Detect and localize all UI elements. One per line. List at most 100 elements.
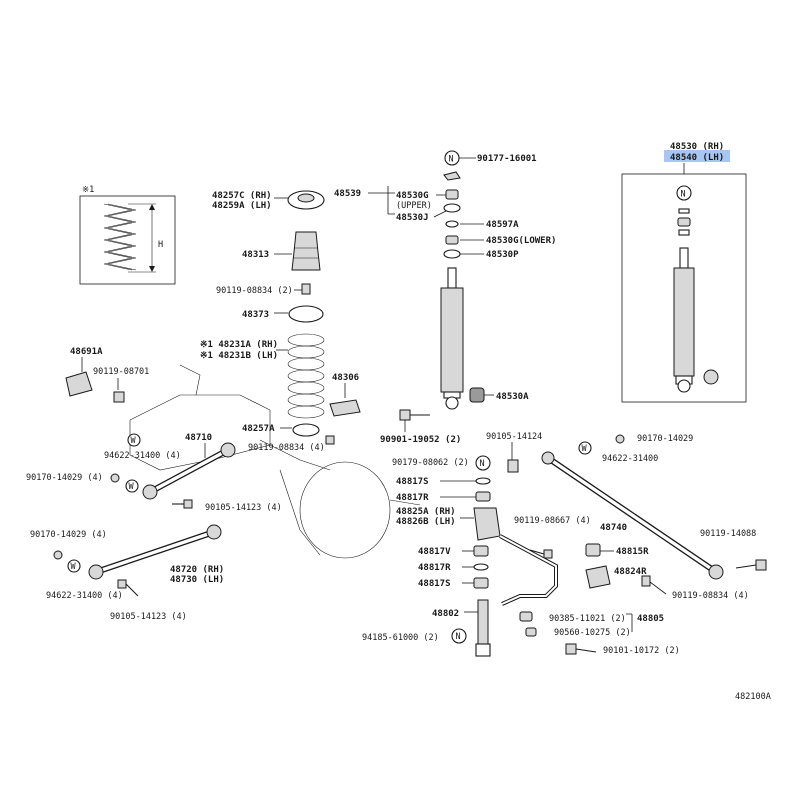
p48306-label[interactable]: 48306 xyxy=(332,373,359,383)
upper-arm-washer-icon-2 xyxy=(125,479,139,493)
p48691a-label[interactable]: 48691A xyxy=(70,347,103,357)
p48817s-b-label[interactable]: 48817S xyxy=(418,579,451,589)
lower-arm-washer-icon xyxy=(67,559,81,573)
shock-kit-illustration: N xyxy=(673,185,719,393)
bolt-bumper-label[interactable]: 90119-08834 (2) xyxy=(216,286,293,296)
nut-lateral-label[interactable]: 90179-08062 (2) xyxy=(392,458,469,468)
bolt-lower-arm-label[interactable]: 90105-14123 (4) xyxy=(110,612,187,622)
spring-height-label: H xyxy=(158,240,163,250)
nut-top-label[interactable]: 90177-16001 xyxy=(477,154,537,164)
bracket-48691a xyxy=(65,371,93,397)
bush-stab-1-label[interactable]: 90385-11021 (2) xyxy=(549,614,626,624)
p48530p-label[interactable]: 48530P xyxy=(486,250,519,260)
bolt-seat-label[interactable]: 90119-08834 (4) xyxy=(248,443,325,453)
lower-arm-bolt xyxy=(117,579,139,597)
p48530a-label[interactable]: 48530A xyxy=(496,392,529,402)
lateral-washer-icon xyxy=(578,441,592,455)
shock-kit-rh-label[interactable]: 48530 (RH) xyxy=(670,142,724,152)
bumper-bolt xyxy=(301,283,311,295)
stab-bracket-bolt xyxy=(641,575,651,587)
bush-lower-arm-label[interactable]: 90170-14029 (4) xyxy=(30,530,107,540)
stabilizer-link xyxy=(475,599,491,657)
p48720-label[interactable]: 48720 (RH) xyxy=(170,565,224,575)
stabilizer-bar xyxy=(499,534,558,606)
p48597a-label[interactable]: 48597A xyxy=(486,220,519,230)
lower-control-arm xyxy=(88,524,222,580)
stab-end-bolt xyxy=(565,643,597,655)
shock-absorber xyxy=(440,267,464,410)
bolt-bracket-label[interactable]: 90119-08667 (4) xyxy=(514,516,591,526)
shock-retainer-48530p xyxy=(443,249,461,259)
p48530g-upper-label[interactable]: 48530G xyxy=(396,191,429,201)
seat-bolt xyxy=(325,435,335,445)
bolt-lateral-top-label[interactable]: 90105-14124 xyxy=(486,432,542,442)
shock-lower-bushing xyxy=(445,235,459,245)
p48805-label[interactable]: 48805 xyxy=(637,614,664,624)
lateral-end-bolt xyxy=(735,559,767,571)
spring-detail-illustration xyxy=(103,203,156,273)
washer-lower-arm-label[interactable]: 94622-31400 (4) xyxy=(46,591,123,601)
upper-arm-washer-mark: W xyxy=(131,436,137,446)
p48802-label[interactable]: 48802 xyxy=(432,609,459,619)
bushing-48817r-a xyxy=(475,491,491,502)
lower-arm-washer-mark: W xyxy=(71,562,77,572)
p48313-label[interactable]: 48313 xyxy=(242,250,269,260)
bolt-link-label[interactable]: 94185-61000 (2) xyxy=(362,633,439,643)
spring-upper-seat xyxy=(287,190,325,210)
bolt-48691a xyxy=(113,391,125,403)
bolt-shock-lower-label[interactable]: 90901-19052 (2) xyxy=(380,435,461,445)
p48730-label[interactable]: 48730 (LH) xyxy=(170,575,224,585)
shock-upper-bushing xyxy=(445,189,459,200)
p48257c-label[interactable]: 48257C (RH) xyxy=(212,191,272,201)
p48826b-label[interactable]: 48826B (LH) xyxy=(396,517,456,527)
p48373-label[interactable]: 48373 xyxy=(242,310,269,320)
shock-kit-nut-mark: N xyxy=(681,190,686,200)
nut-top-mark: N xyxy=(449,155,454,165)
p48825a-label[interactable]: 48825A (RH) xyxy=(396,507,456,517)
p48817r-b-label[interactable]: 48817R xyxy=(418,563,451,573)
spring-insulator xyxy=(288,305,324,323)
shock-kit-box xyxy=(621,173,747,403)
p48530g-lower-label[interactable]: 48530G(LOWER) xyxy=(486,236,556,246)
p48817r-a-label[interactable]: 48817R xyxy=(396,493,429,503)
axle-housing xyxy=(129,364,421,559)
p48815r-label[interactable]: 48815R xyxy=(616,547,649,557)
bolt-stab-end-label[interactable]: 90101-10172 (2) xyxy=(603,646,680,656)
bolt-upper-arm-label[interactable]: 90105-14123 (4) xyxy=(205,503,282,513)
p48740-label[interactable]: 48740 xyxy=(600,523,627,533)
bolt-48691-label[interactable]: 90119-08701 xyxy=(93,367,149,377)
shock-lower-bolt xyxy=(399,409,430,421)
bushing-48817s-a xyxy=(475,477,491,485)
p48817s-a-label[interactable]: 48817S xyxy=(396,477,429,487)
bolt-lateral-end-label[interactable]: 90119-14088 xyxy=(700,529,756,539)
washer-lateral-label[interactable]: 94622-31400 xyxy=(602,454,658,464)
coil-spring xyxy=(287,333,325,419)
bushing-48817v xyxy=(473,545,489,557)
bush-stab-2-label[interactable]: 90560-10275 (2) xyxy=(554,628,631,638)
p48231b-label[interactable]: ※1 48231B (LH) xyxy=(200,351,278,361)
p48539-label[interactable]: 48539 xyxy=(334,189,361,199)
p48824r-label[interactable]: 48824R xyxy=(614,567,647,577)
p48259a-label[interactable]: 48259A (LH) xyxy=(212,201,272,211)
lateral-washer-mark: W xyxy=(582,444,588,454)
p48530j-label[interactable]: 48530J xyxy=(396,213,429,223)
shock-kit-lh-label[interactable]: 48540 (LH) xyxy=(670,153,724,163)
bush-upper-arm-label[interactable]: 90170-14029 (4) xyxy=(26,473,103,483)
washer-upper-arm-label[interactable]: 94622-31400 (4) xyxy=(104,451,181,461)
lower-arm-bushing-icon xyxy=(53,550,63,560)
upper-arm-bushing-icon xyxy=(110,473,120,483)
spring-bracket-48306 xyxy=(329,399,361,417)
stab-bushing-1 xyxy=(519,611,533,622)
bushing-48817s-b xyxy=(473,577,489,589)
spring-lower-seat xyxy=(292,423,320,437)
p48257a-label[interactable]: 48257A xyxy=(242,424,275,434)
p48710-label[interactable]: 48710 xyxy=(185,433,212,443)
p48817v-label[interactable]: 48817V xyxy=(418,547,451,557)
link-bolt-nut-icon xyxy=(451,628,467,644)
bush-lateral-top-label[interactable]: 90170-14029 xyxy=(637,434,693,444)
bolt-stab-bracket-label[interactable]: 90119-08834 (4) xyxy=(672,591,749,601)
upper-control-arm xyxy=(142,442,236,500)
lateral-bushing-icon xyxy=(615,434,625,444)
p48231a-label[interactable]: ※1 48231A (RH) xyxy=(200,340,278,350)
